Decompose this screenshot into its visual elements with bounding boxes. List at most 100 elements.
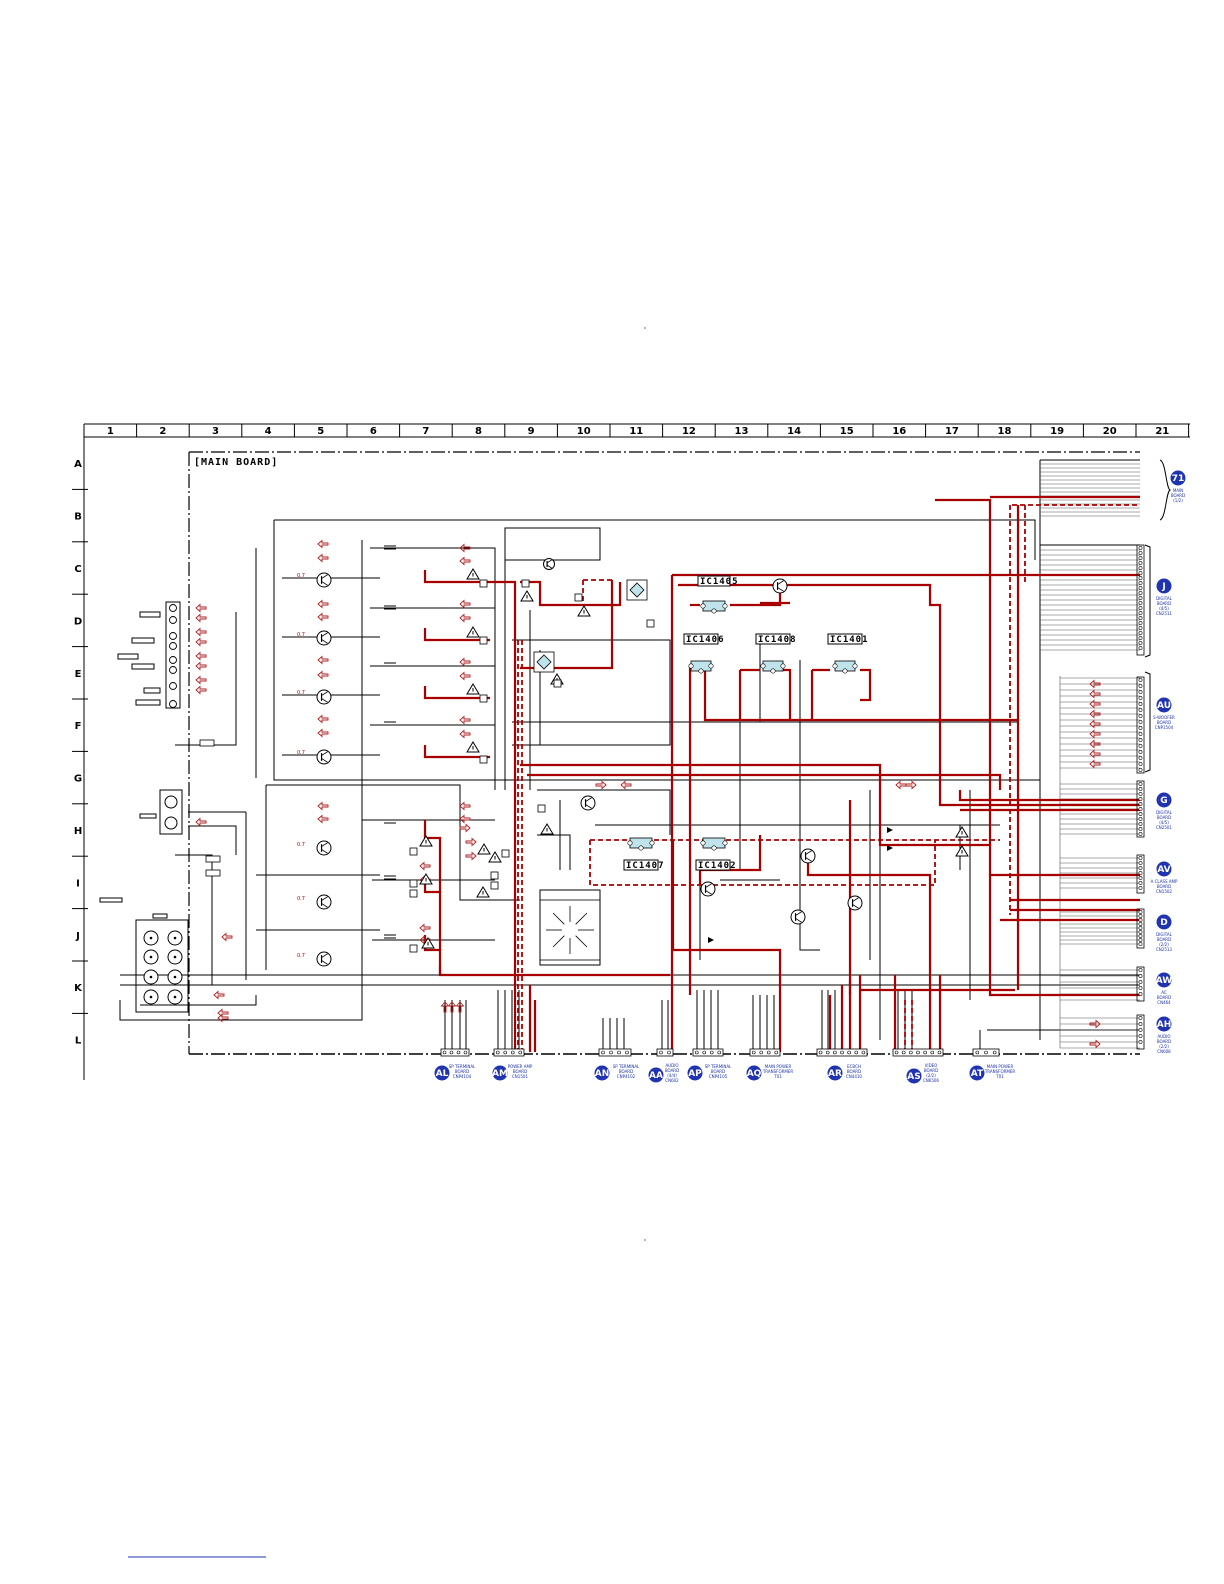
signal-arrow [1089, 719, 1101, 729]
diode [708, 937, 714, 943]
svg-text:BOARD: BOARD [513, 1069, 527, 1074]
transistor-icon [847, 895, 863, 911]
voltage-label: 0.7 [297, 842, 305, 848]
svg-text:CN1502: CN1502 [1156, 889, 1172, 894]
transistor-icon [316, 840, 332, 856]
signal-arrow [317, 670, 329, 680]
svg-text:DIGITAL: DIGITAL [1156, 596, 1172, 601]
connector-header [598, 1048, 632, 1057]
connector-aq: AQ MAIN POWER TRANSFORMER T01 [746, 1064, 794, 1081]
svg-text:AC: AC [1161, 990, 1167, 995]
pin [1138, 827, 1143, 831]
transistor-icon [580, 795, 596, 811]
svg-text:J: J [1161, 582, 1165, 592]
connector-d: D DIGITAL BOARD (2/2) CN2513 [1156, 914, 1173, 952]
switch-contact [552, 935, 565, 948]
row-label: C [74, 564, 81, 575]
column-label: 6 [370, 426, 377, 437]
svg-text:BOARD: BOARD [665, 1068, 679, 1073]
diode [887, 845, 893, 851]
transistor-icon [316, 894, 332, 910]
column-label: 9 [528, 426, 535, 437]
svg-text:CNP4104: CNP4104 [453, 1074, 472, 1079]
pin [1138, 636, 1143, 640]
header-pin [992, 1050, 997, 1055]
column-label: 14 [787, 426, 801, 437]
voltage-label: 0.7 [297, 573, 305, 579]
header-pin [510, 1050, 515, 1055]
connector-g: G DIGITAL BOARD (4/5) CN2501 [1156, 792, 1173, 830]
signal-arrow [455, 1001, 465, 1013]
pin [1138, 591, 1143, 595]
signal-arrow [1089, 1019, 1101, 1029]
pin [1138, 762, 1143, 766]
ic-pin [722, 840, 728, 846]
transistor-icon [772, 578, 788, 594]
ic-pin [780, 663, 786, 669]
pin [1138, 910, 1143, 914]
pin [1138, 561, 1143, 565]
small-connector [409, 889, 418, 898]
header-pin [847, 1050, 851, 1055]
header-pin [901, 1050, 906, 1055]
transistors: 0.70.70.70.70.70.70.7 [297, 558, 863, 967]
transistor-emitter [795, 918, 802, 923]
row-label: B [74, 512, 82, 523]
small-connector [490, 871, 499, 880]
header-pin [495, 1050, 500, 1055]
svg-text:AP: AP [688, 1069, 702, 1079]
header-pin [833, 1050, 837, 1055]
pin [1138, 886, 1143, 890]
speaker-jack-center [173, 995, 177, 999]
pin [1138, 807, 1143, 811]
header-pin [984, 1050, 988, 1055]
connector-header [656, 1048, 674, 1057]
svg-text:CN608: CN608 [1157, 1049, 1171, 1054]
transistor-icon [316, 630, 332, 646]
pin [1138, 571, 1143, 575]
header-pin [937, 1050, 942, 1055]
signal-arrow [459, 613, 471, 623]
pin [1138, 616, 1143, 620]
signal-arrow [195, 675, 207, 685]
svg-text:CN2511: CN2511 [1156, 611, 1172, 616]
ic-pin [711, 608, 717, 614]
signal-arrow [459, 556, 471, 566]
signal-arrow [459, 599, 471, 609]
transistor-collector [585, 797, 592, 802]
svg-text:TRANSFORMER: TRANSFORMER [762, 1069, 794, 1074]
svg-text:BOARD: BOARD [1157, 720, 1171, 725]
svg-text:CN1501: CN1501 [512, 1074, 528, 1079]
transistor-icon [316, 749, 332, 765]
pin [1138, 822, 1143, 826]
pin [1138, 768, 1143, 772]
transistor-icon [800, 848, 816, 864]
header-pin [930, 1050, 935, 1055]
svg-text:MAIN POWER: MAIN POWER [765, 1064, 792, 1069]
pin [1138, 684, 1143, 688]
column-label: 20 [1103, 426, 1117, 437]
svg-text:BOARD: BOARD [1171, 493, 1185, 498]
svg-text:DIGITAL: DIGITAL [1156, 810, 1172, 815]
header-pin [909, 1050, 913, 1055]
pin [1138, 876, 1143, 880]
signal-arrow [317, 599, 329, 609]
transistor-collector [777, 580, 784, 585]
ic-pin [760, 663, 766, 669]
transistor-collector [321, 842, 328, 847]
transistor-collector [546, 559, 552, 564]
signal-arrow [317, 814, 329, 824]
signal-arrow [317, 655, 329, 665]
ic-pin [638, 845, 644, 851]
brace-j [1144, 544, 1151, 658]
pin [1138, 856, 1143, 860]
transistor-collector [805, 850, 812, 855]
signal-arrow [459, 715, 471, 725]
connector-as: AS VIDEO BOARD (2/2) CN6506 [906, 1063, 939, 1084]
pin [1138, 942, 1143, 946]
header-pin [840, 1050, 844, 1055]
pin [1138, 922, 1143, 926]
pin [1138, 1022, 1143, 1026]
speaker-jack-center [173, 936, 177, 940]
svg-text:BOARD: BOARD [1157, 815, 1171, 820]
